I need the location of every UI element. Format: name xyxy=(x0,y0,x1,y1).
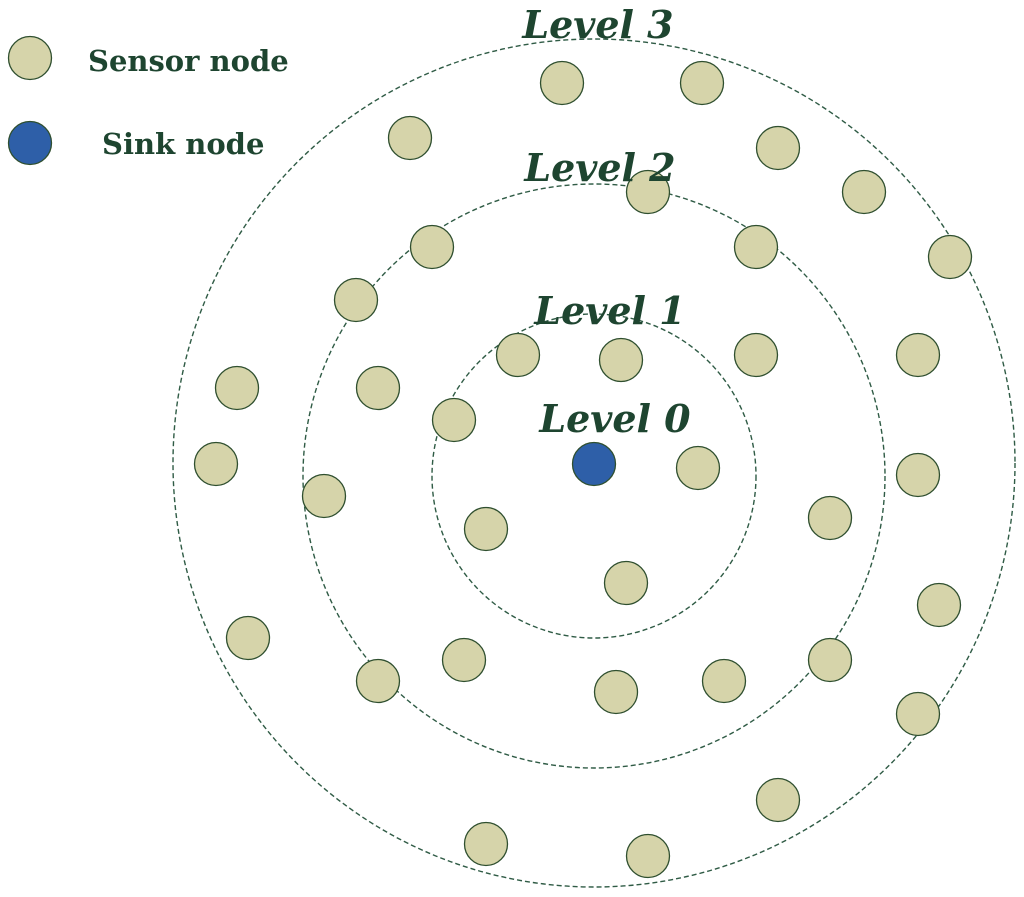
sensor-node xyxy=(593,669,639,715)
sensor-node xyxy=(755,777,801,823)
sensor-node xyxy=(409,224,455,270)
sensor-node xyxy=(355,365,401,411)
legend-sensor-swatch xyxy=(7,35,53,81)
level-0-label: Level 0 xyxy=(538,396,691,441)
sensor-node xyxy=(431,397,477,443)
sink-node xyxy=(571,441,617,487)
sensor-node xyxy=(355,658,401,704)
sensor-node xyxy=(539,60,585,106)
sensor-node xyxy=(495,332,541,378)
sensor-node xyxy=(701,658,747,704)
legend: Sensor node Sink node xyxy=(7,35,289,166)
sensor-node xyxy=(225,615,271,661)
sensor-node xyxy=(193,441,239,487)
sensor-node xyxy=(916,582,962,628)
level-3-ring xyxy=(172,38,1016,888)
level-2-ring xyxy=(302,183,886,769)
level-rings xyxy=(172,38,1016,888)
legend-sink-label: Sink node xyxy=(102,127,264,161)
sensor-node xyxy=(733,332,779,378)
sensor-node xyxy=(895,691,941,737)
sensor-node xyxy=(387,115,433,161)
level-2-label: Level 2 xyxy=(523,145,675,190)
sensor-node xyxy=(625,833,671,879)
level-1-label: Level 1 xyxy=(533,288,685,333)
level-3-label: Level 3 xyxy=(521,2,673,47)
legend-sensor-label: Sensor node xyxy=(88,44,289,78)
sensor-node xyxy=(841,169,887,215)
sensor-node xyxy=(603,560,649,606)
sensor-node xyxy=(333,277,379,323)
sensor-node xyxy=(807,495,853,541)
sensor-node xyxy=(679,60,725,106)
sensor-nodes xyxy=(193,60,973,879)
legend-sink-swatch xyxy=(7,120,53,166)
sensor-node xyxy=(895,332,941,378)
sensor-node xyxy=(301,473,347,519)
sensor-node xyxy=(598,337,644,383)
sensor-node xyxy=(625,169,671,215)
level-1-ring xyxy=(431,313,757,639)
sensor-node xyxy=(755,125,801,171)
sensor-node xyxy=(895,452,941,498)
sensor-node xyxy=(463,821,509,867)
sensor-node xyxy=(463,506,509,552)
sensor-node xyxy=(214,365,260,411)
sensor-node xyxy=(733,224,779,270)
sensor-node xyxy=(441,637,487,683)
sensor-node xyxy=(807,637,853,683)
sensor-node xyxy=(675,445,721,491)
sensor-node xyxy=(927,234,973,280)
